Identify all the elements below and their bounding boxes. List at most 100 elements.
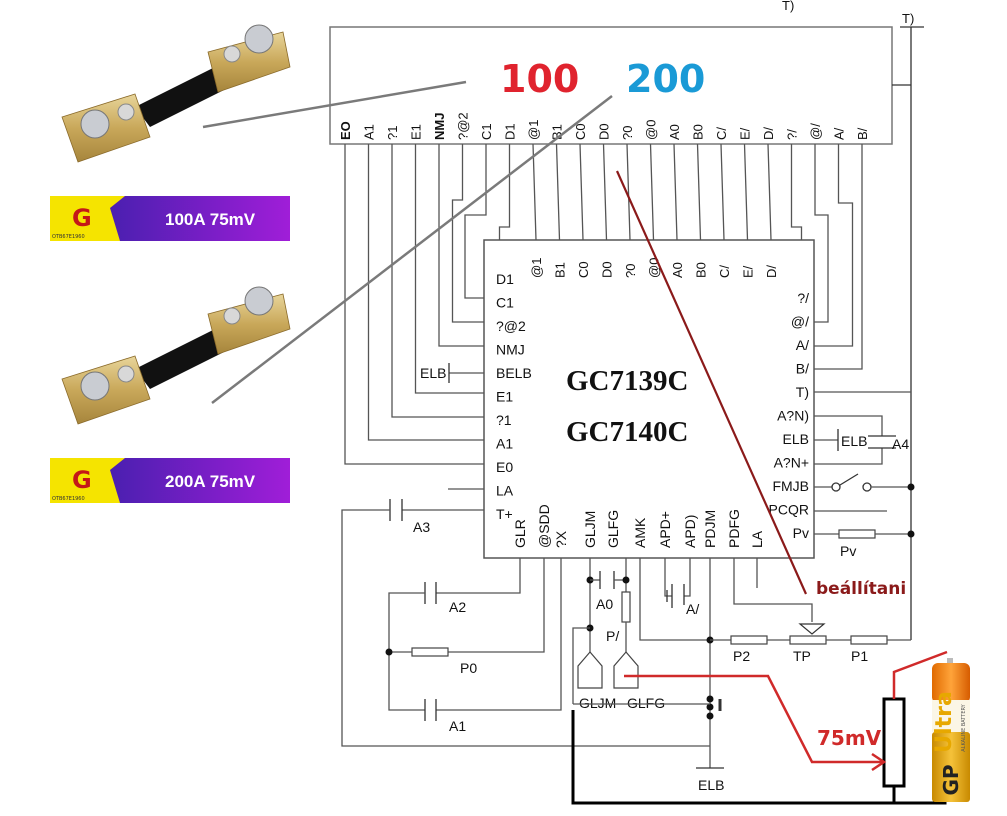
brand-logo	[50, 196, 125, 241]
logo-glyph: G	[72, 466, 92, 494]
chip-right-pin-label: PCQR	[769, 502, 809, 518]
belb-ground-component: ELB	[420, 363, 484, 383]
display-pin-label: ?@2	[456, 112, 471, 140]
p2-resistor-icon	[730, 635, 768, 645]
shunt-rating-badge: 200A 75mV	[165, 472, 256, 491]
display-pin-label: C/	[714, 127, 729, 140]
display-pin-label: C1	[479, 123, 494, 140]
display-pin-label: D1	[503, 123, 518, 140]
chip-right-pin-label: ELB	[783, 431, 809, 447]
chip-right-pin-label: ?/	[797, 290, 809, 306]
gljm-label: GLJM	[579, 695, 616, 711]
label-200: 200	[626, 57, 705, 101]
adjust-pointer-line	[615, 170, 808, 595]
chip-left-pin-label: NMJ	[496, 342, 525, 358]
chip-bottom-pin-label: PDJM	[702, 510, 718, 548]
chip-top-pin-label: C0	[576, 261, 591, 278]
p-slash-label: P/	[606, 628, 619, 644]
display-pin-label: D/	[761, 127, 776, 140]
chip-top-pin-label: B0	[694, 262, 709, 278]
chip-right-pin-label: A?N+	[774, 455, 809, 471]
pv-label: Pv	[840, 543, 856, 559]
a1-label: A1	[449, 718, 466, 734]
right-side-circuit: A4 ELB Pv	[814, 391, 915, 559]
bus-wires	[344, 143, 863, 465]
a3-label: A3	[413, 519, 430, 535]
tp-wiper-icon[interactable]	[798, 623, 826, 635]
left-bottom-circuit: A3 A2 P0 A1	[341, 499, 710, 747]
chip-top-pin-label: C/	[717, 265, 732, 278]
chip-name-line1: GC7139C	[566, 365, 688, 397]
a0-label: A0	[596, 596, 613, 612]
chip-top-pin-label: B1	[553, 262, 568, 278]
tp-label: TP	[793, 648, 811, 664]
chip-bottom-pin-label: APD)	[682, 515, 698, 548]
bolt-icon	[80, 109, 110, 139]
chip-name-line2: GC7140C	[566, 416, 688, 448]
chip-bottom-pin-label: PDFG	[726, 509, 742, 548]
chip-top-pin-label: ?0	[623, 264, 638, 278]
chip-left-pin-label: ?@2	[496, 318, 526, 334]
switch-lever-icon[interactable]	[839, 473, 859, 486]
brand-logo	[50, 458, 125, 503]
display-pin-label: @/	[808, 123, 823, 140]
rail-label-right: T)	[902, 11, 914, 26]
rail-label-top: T)	[782, 0, 794, 13]
bolt-icon	[244, 24, 274, 54]
shunt-rating-badge: 100A 75mV	[165, 210, 256, 229]
display-pin-label: C0	[573, 123, 588, 140]
chip-left-pin-label: T+	[496, 506, 513, 522]
chip-left-pin-label: LA	[496, 483, 514, 499]
elb-left-label: ELB	[420, 365, 446, 381]
battery-brand: GP	[939, 764, 963, 795]
tp-potentiometer-icon[interactable]	[789, 635, 827, 645]
switch-contact-icon	[831, 482, 841, 492]
chip-bottom-pin-label: GLFG	[605, 510, 621, 548]
a4-label: A4	[892, 436, 909, 452]
battery-image: Ultra ALKALINE BATTERY GP	[932, 658, 970, 802]
chip-top-pin-label: A0	[670, 262, 685, 278]
glfg-probe-icon	[613, 651, 639, 689]
p0-label: P0	[460, 660, 477, 676]
chip-bottom-pin-label: GLJM	[582, 511, 598, 548]
p1-resistor-icon	[850, 635, 888, 645]
display-pin-label: E/	[738, 127, 753, 140]
display-pin-label: EO	[338, 121, 353, 140]
shunt-product-100a: G OTB67E1960 100A 75mV	[50, 24, 291, 241]
chip-left-pin-label: D1	[496, 271, 514, 287]
chip-top-pin-label: D0	[600, 261, 615, 278]
chip-left-pin-label: BELB	[496, 365, 532, 381]
display-pin-label: @1	[526, 120, 541, 140]
display-pin-label: @0	[644, 120, 659, 140]
adjust-annotation: beállítani	[816, 579, 906, 599]
top-right-rail: T) T)	[782, 0, 924, 640]
mv-annotation: 75mV	[817, 726, 882, 750]
a-slash-label: A/	[686, 601, 699, 617]
chip-right-pin-label: FMJB	[772, 478, 809, 494]
logo-glyph: G	[72, 204, 92, 232]
chip-left-pin-label: C1	[496, 295, 514, 311]
display-pin-label: E1	[409, 124, 424, 140]
glfg-label: GLFG	[627, 695, 665, 711]
display-pin-label: ?0	[620, 126, 635, 140]
chip-bottom-pin-label: ?X	[553, 530, 569, 548]
label-100: 100	[500, 57, 579, 101]
chip-top-pin-label: E/	[741, 265, 756, 278]
shunt-resistor-icon	[882, 697, 906, 788]
p0-resistor-icon	[411, 647, 449, 657]
logo-sub: OTB67E1960	[52, 234, 85, 240]
elb-ground-label: ELB	[698, 777, 724, 793]
display-pin-label: D0	[597, 123, 612, 140]
display-pin-label: NMJ	[432, 113, 447, 140]
p1-label: P1	[851, 648, 868, 664]
display-pin-label: A0	[667, 124, 682, 140]
p-slash-resistor-icon	[621, 591, 631, 623]
